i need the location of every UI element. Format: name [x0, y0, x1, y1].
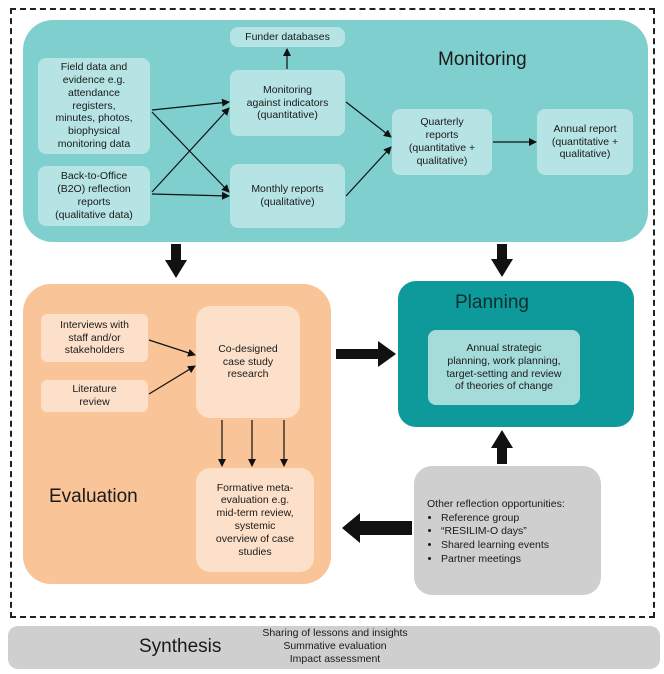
funder-databases-box: Funder databases	[230, 27, 345, 47]
arrow-b2o-to-indicators	[151, 107, 230, 193]
arrow-b2o-to-monthly	[151, 191, 230, 200]
annual-planning-box: Annual strategic planning, work planning…	[428, 330, 580, 405]
arrow-indicators-to-quarterly	[345, 101, 392, 138]
synthesis-title: Synthesis	[139, 636, 222, 657]
other-item: Reference group	[441, 512, 597, 526]
other-reflection-heading: Other reflection opportunities:	[427, 498, 565, 510]
interviews-box: Interviews with staff and/or stakeholder…	[41, 314, 148, 362]
synthesis-panel	[8, 626, 660, 669]
b2o-reports-box: Back-to-Office (B2O) reflection reports …	[38, 166, 150, 226]
formative-evaluation-box: Formative meta- evaluation e.g. mid-term…	[196, 468, 314, 572]
other-item: “RESILIM-O days”	[441, 525, 597, 539]
arrow-literature-to-research	[148, 365, 196, 395]
arrow-monthly-to-quarterly	[345, 146, 392, 197]
outer-dashed-border	[10, 8, 655, 618]
other-reflection-list: Other reflection opportunities: Referenc…	[427, 498, 597, 566]
block-arrow-other-to-planning	[491, 430, 513, 464]
monitoring-title: Monitoring	[438, 49, 527, 70]
block-arrow-other-to-evaluation	[342, 513, 412, 543]
other-item: Partner meetings	[441, 553, 597, 567]
arrow-field-to-monthly	[151, 111, 230, 193]
block-arrow-monitoring-to-planning	[491, 244, 513, 277]
evaluation-title: Evaluation	[49, 486, 138, 507]
arrow-interviews-to-research	[148, 339, 196, 357]
other-reflection-panel	[414, 466, 601, 595]
codesigned-research-box: Co-designed case study research	[196, 306, 300, 418]
block-arrow-monitoring-to-evaluation	[165, 244, 187, 278]
literature-review-box: Literature review	[41, 380, 148, 412]
synthesis-lines: Sharing of lessons and insights Summativ…	[262, 627, 408, 666]
other-item: Shared learning events	[441, 539, 597, 553]
indicators-box: Monitoring against indicators (quantitat…	[230, 70, 345, 136]
monthly-reports-box: Monthly reports (qualitative)	[230, 164, 345, 228]
annual-report-box: Annual report (quantitative + qualitativ…	[537, 109, 633, 175]
arrow-field-to-indicators	[151, 98, 230, 111]
field-data-box: Field data and evidence e.g. attendance …	[38, 58, 150, 154]
quarterly-reports-box: Quarterly reports (quantitative + qualit…	[392, 109, 492, 175]
planning-title: Planning	[455, 292, 529, 313]
block-arrow-evaluation-to-planning	[336, 341, 396, 367]
